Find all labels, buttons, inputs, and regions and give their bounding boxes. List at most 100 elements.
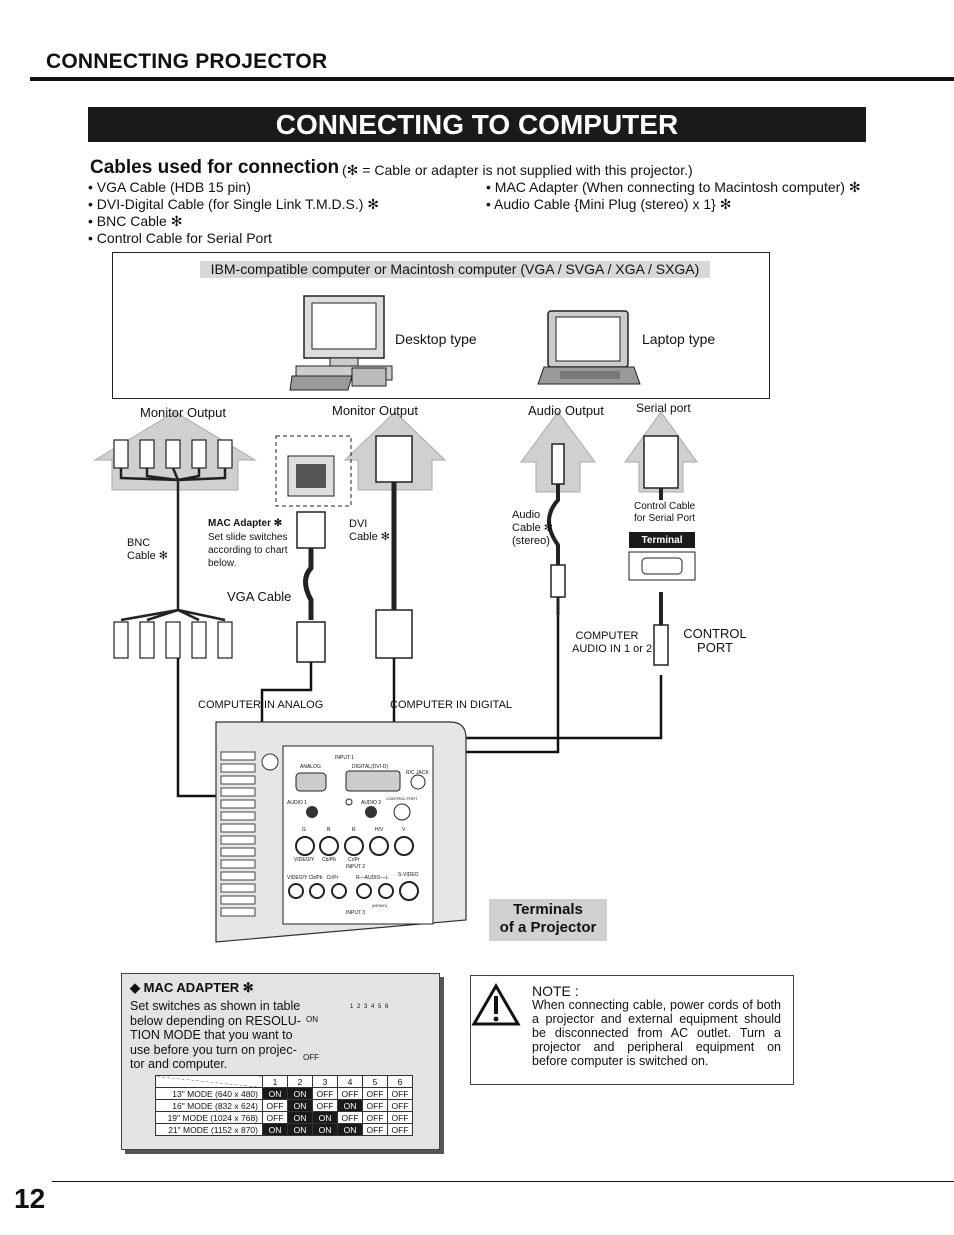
switch-cell: ON xyxy=(312,1123,338,1136)
terminal-label: Terminal xyxy=(641,535,683,546)
mode-cell: 16" MODE (832 x 624) xyxy=(155,1099,263,1112)
panel-input3: INPUT 3 xyxy=(346,910,366,916)
table-header: 5 xyxy=(362,1075,388,1088)
computer-box xyxy=(112,252,770,399)
control-cable-label: Control Cable for Serial Port xyxy=(634,501,696,524)
panel-analog: ANALOG xyxy=(300,764,321,770)
note-text: When connecting cable, power cords of bo… xyxy=(532,998,781,1068)
computer-in-analog-label: COMPUTER IN ANALOG xyxy=(198,699,324,711)
panel-v: V xyxy=(402,827,406,833)
cable-item: • MAC Adapter (When connecting to Macint… xyxy=(486,179,861,195)
mode-cell: 21" MODE (1152 x 870) xyxy=(155,1123,263,1136)
panel-b: B xyxy=(327,827,331,833)
bnc-connectors-top xyxy=(113,439,233,469)
panel-digital: DIGITAL(DVI-D) xyxy=(352,764,389,770)
table-row: 19" MODE (1024 x 768) OFF ON ON OFF OFF … xyxy=(155,1111,413,1124)
vga-cable-label: VGA Cable xyxy=(227,589,292,604)
cable-item: • VGA Cable (HDB 15 pin) xyxy=(88,179,251,195)
page-number: 12 xyxy=(14,1183,46,1214)
bnc-connectors-bottom xyxy=(113,621,233,659)
mode-cell: 13" MODE (640 x 480) xyxy=(155,1087,263,1100)
desktop-label: Desktop type xyxy=(395,331,477,347)
switch-cell: ON xyxy=(287,1111,313,1124)
computer-audio-in-label: COMPUTER AUDIO IN 1 or 2 xyxy=(572,630,653,655)
switch-cell: OFF xyxy=(362,1111,388,1124)
laptop-computer-icon xyxy=(537,310,641,385)
table-header: 1 xyxy=(262,1075,288,1088)
table-corner-cell xyxy=(155,1075,263,1088)
panel-video-y: VIDEO/Y xyxy=(294,857,315,863)
cable-item: • BNC Cable ✻ xyxy=(88,213,183,229)
bnc-cable-label: BNC Cable ✻ xyxy=(127,537,169,562)
dip-numbers: 1 2 3 4 5 6 xyxy=(350,1004,390,1010)
audio-cable-label: Audio Cable ✻ (stereo) xyxy=(512,509,554,547)
switch-cell: ON xyxy=(287,1099,313,1112)
switch-cell: OFF xyxy=(387,1087,413,1100)
panel-control-port: CONTROL PORT xyxy=(386,796,418,801)
switch-cell: ON xyxy=(337,1099,363,1112)
table-row: 16" MODE (832 x 624) OFF ON OFF ON OFF O… xyxy=(155,1099,413,1112)
computer-in-digital-label: COMPUTER IN DIGITAL xyxy=(390,699,513,711)
panel-audio-label: R—AUDIO—L xyxy=(356,875,389,881)
switch-cell: OFF xyxy=(262,1111,288,1124)
table-row: 21" MODE (1152 x 870) ON ON ON ON OFF OF… xyxy=(155,1123,413,1136)
table-header: 4 xyxy=(337,1075,363,1088)
projector-terminal-panel xyxy=(215,721,467,943)
switch-cell: OFF xyxy=(337,1111,363,1124)
switch-cell: OFF xyxy=(362,1099,388,1112)
control-port-label: CONTROL PORT xyxy=(683,626,747,655)
switch-off-label: OFF xyxy=(303,1053,319,1062)
panel-input1: INPUT 1 xyxy=(335,755,355,761)
switch-cell: OFF xyxy=(312,1099,338,1112)
mac-adapter-title: ◆ MAC ADAPTER ✻ xyxy=(130,980,254,995)
panel-g: G xyxy=(302,827,306,833)
switch-cell: ON xyxy=(287,1087,313,1100)
note-title: NOTE : xyxy=(532,983,579,999)
mac-adapter-text: Set switches as shown in table below dep… xyxy=(130,999,301,1072)
switch-on-label: ON xyxy=(306,1015,318,1024)
switch-cell: OFF xyxy=(362,1123,388,1136)
cable-item: • DVI-Digital Cable (for Single Link T.M… xyxy=(88,196,380,212)
monitor-output-label-1: Monitor Output xyxy=(140,405,226,420)
switch-cell: OFF xyxy=(362,1087,388,1100)
panel-r: R xyxy=(352,827,356,833)
panel-input2: INPUT 2 xyxy=(346,864,366,870)
table-header-row: 1 2 3 4 5 6 xyxy=(155,1075,413,1088)
switch-cell: OFF xyxy=(387,1099,413,1112)
panel-hv: H/V xyxy=(375,827,384,833)
cable-list-right: • MAC Adapter (When connecting to Macint… xyxy=(486,179,861,213)
table-header: 3 xyxy=(312,1075,338,1088)
panel-row3-left: VIDEO/Y Cb/Pb Cr/Pr xyxy=(287,875,339,881)
switch-cell: OFF xyxy=(387,1123,413,1136)
header-rule xyxy=(30,77,954,81)
cables-heading: Cables used for connection xyxy=(90,157,340,178)
switch-cell: OFF xyxy=(337,1087,363,1100)
panel-mono: (MONO) xyxy=(372,903,388,908)
switch-cell: ON xyxy=(262,1123,288,1136)
page-banner-title: CONNECTING TO COMPUTER xyxy=(88,107,866,142)
switch-cell: ON xyxy=(287,1123,313,1136)
cables-note: (✻ = Cable or adapter is not supplied wi… xyxy=(342,162,693,178)
laptop-label: Laptop type xyxy=(642,331,716,347)
cable-item: • Audio Cable {Mini Plug (stereo) x 1} ✻ xyxy=(486,196,732,212)
note-box xyxy=(470,975,794,1085)
panel-cr-pr: Cr/Pr xyxy=(348,857,360,863)
switch-cell: OFF xyxy=(312,1087,338,1100)
panel-audio1: AUDIO 1 xyxy=(287,800,308,806)
desktop-computer-icon xyxy=(289,295,393,391)
mac-adapter-label: MAC Adapter ✻ xyxy=(208,518,283,529)
cable-list-left: • VGA Cable (HDB 15 pin) • DVI-Digital C… xyxy=(88,179,379,247)
mode-cell: 19" MODE (1024 x 768) xyxy=(155,1111,263,1124)
panel-rc-jack: R/C JACK xyxy=(406,770,429,776)
mac-switch-table: 1 2 3 4 5 6 13" MODE (640 x 480) ON ON O… xyxy=(155,1075,413,1136)
table-header: 6 xyxy=(387,1075,413,1088)
panel-audio2: AUDIO 2 xyxy=(361,800,382,806)
footer-rule xyxy=(52,1181,954,1182)
switch-cell: ON xyxy=(312,1111,338,1124)
serial-port-label: Serial port xyxy=(636,401,691,415)
warning-icon xyxy=(471,983,521,1026)
mac-adapter-desc: Set slide switches according to chart be… xyxy=(208,532,288,569)
switch-cell: ON xyxy=(262,1087,288,1100)
switch-cell: OFF xyxy=(262,1099,288,1112)
table-header: 2 xyxy=(287,1075,313,1088)
